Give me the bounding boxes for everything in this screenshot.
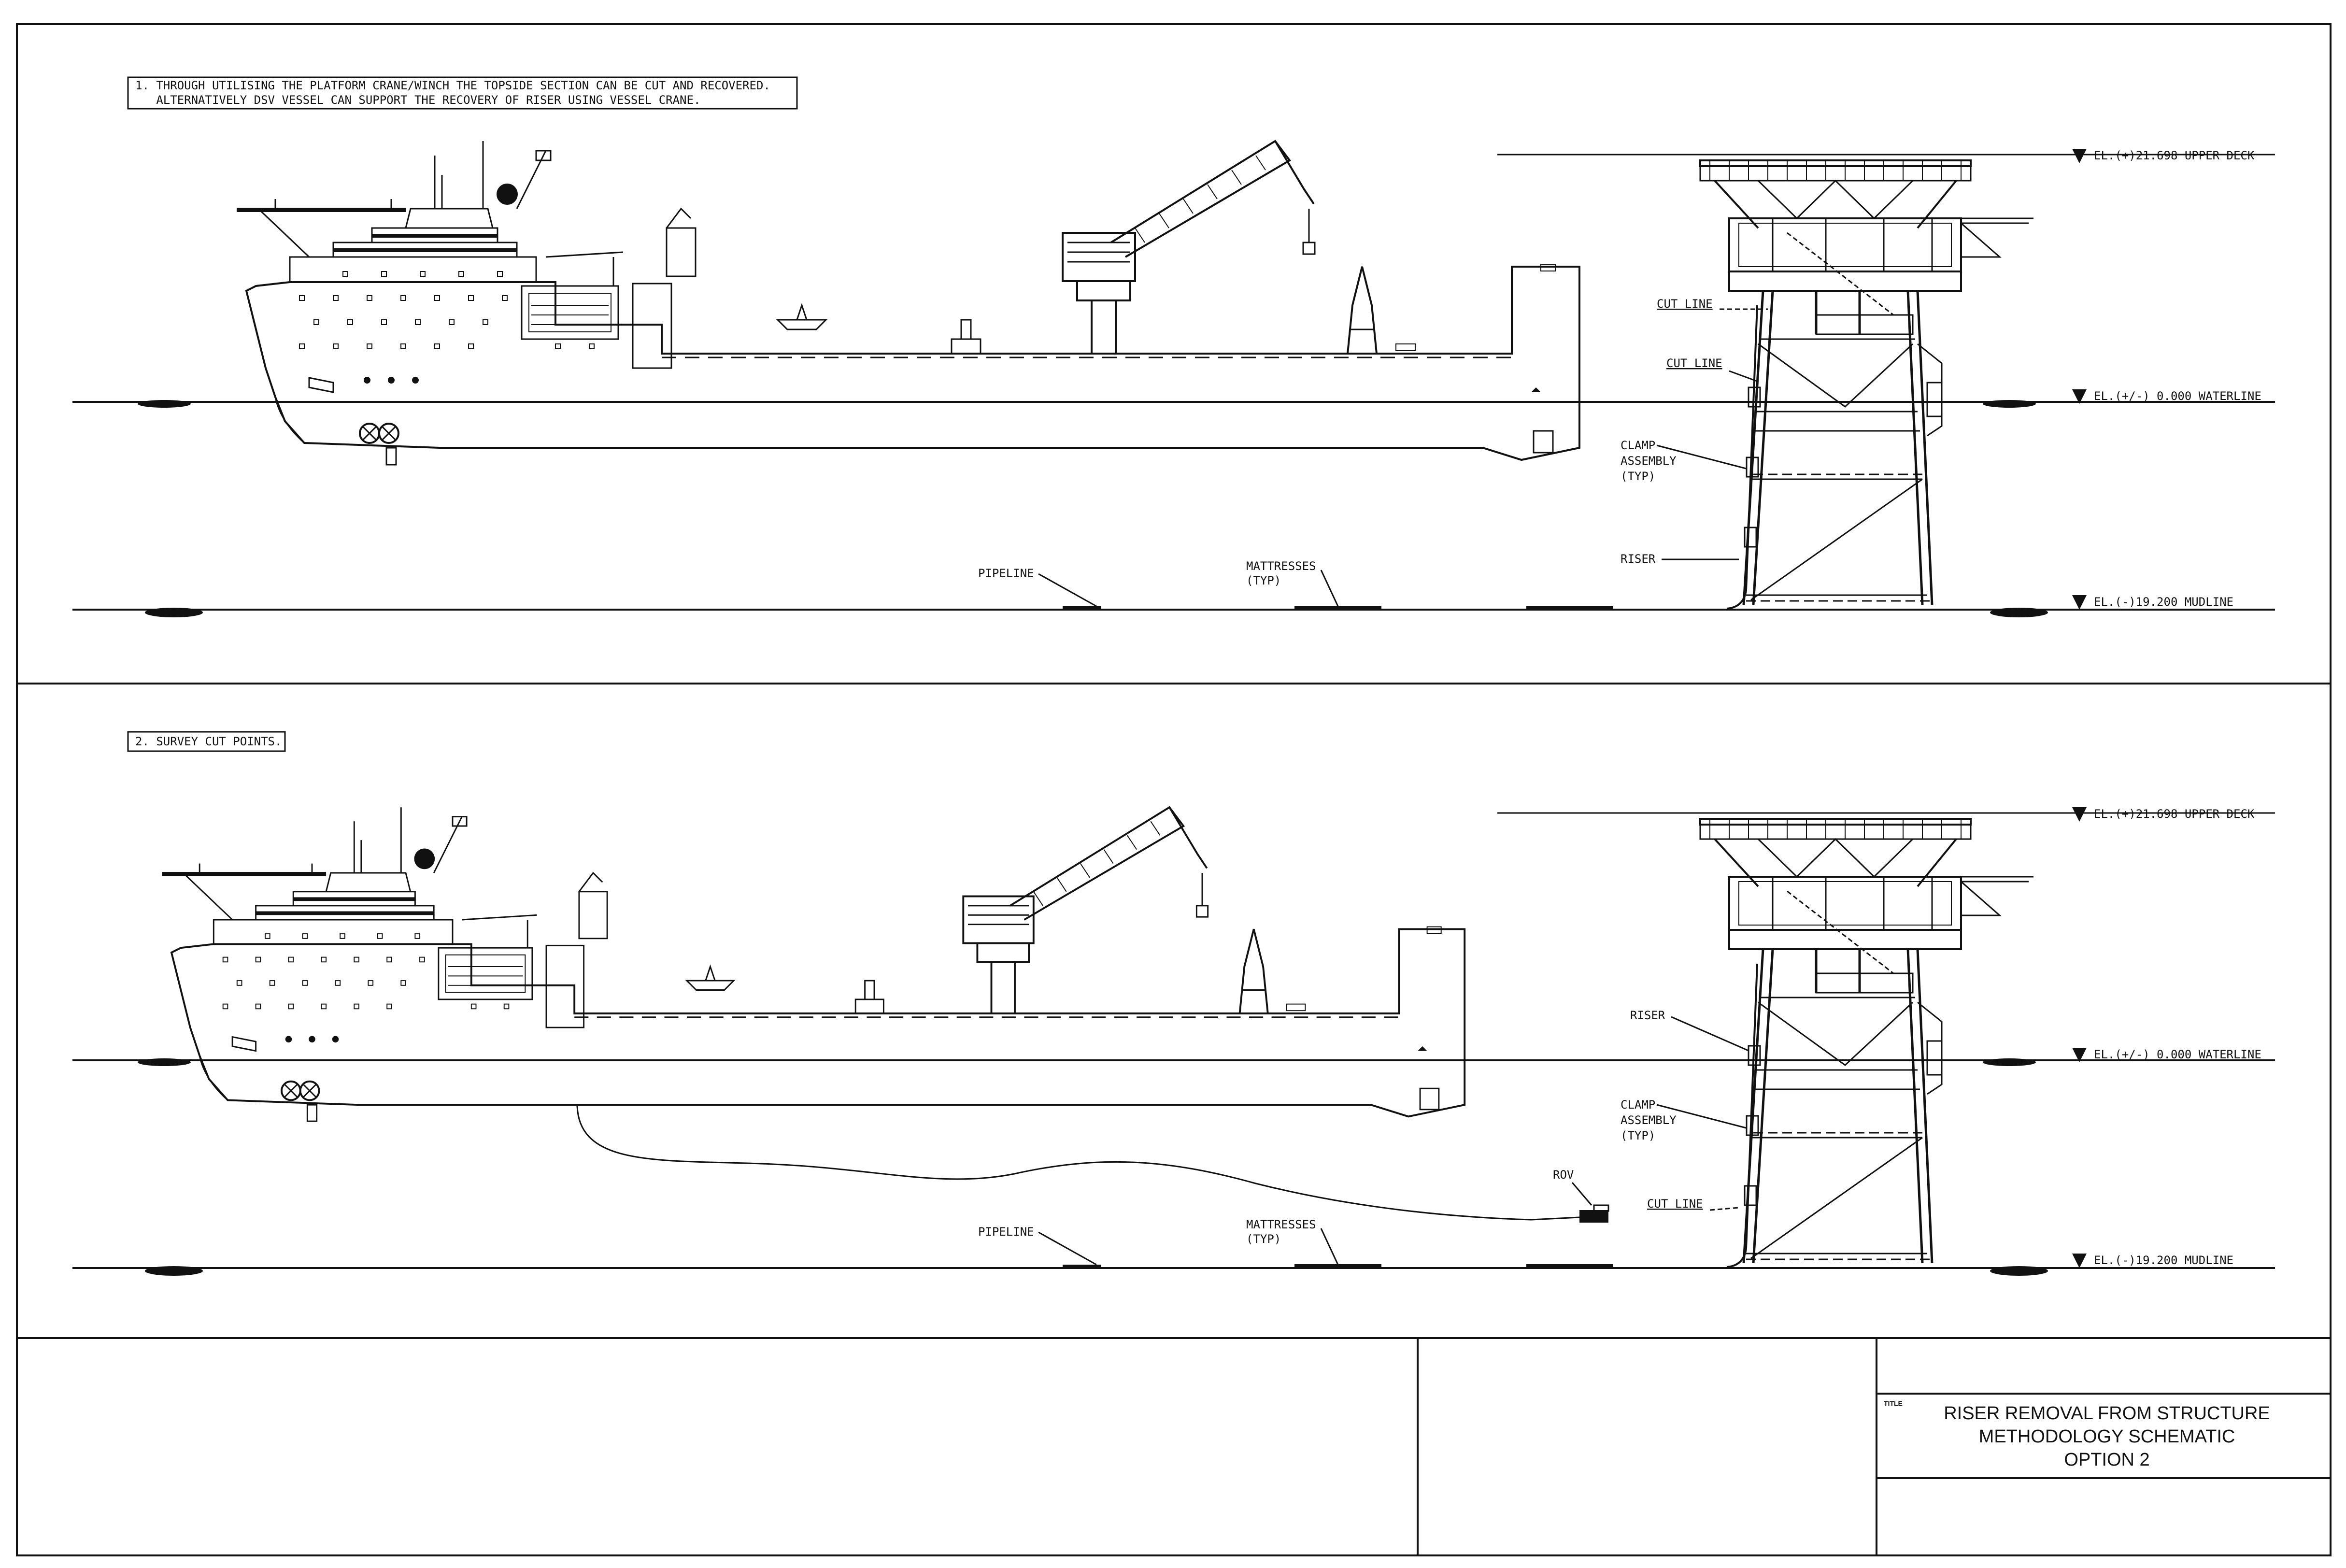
clamp-label-2c: (TYP) bbox=[1621, 1129, 1655, 1142]
title-line-1: RISER REMOVAL FROM STRUCTURE bbox=[1944, 1403, 2270, 1424]
riser-label-1: RISER bbox=[1621, 552, 1656, 566]
mattresses-label-1a: MATTRESSES bbox=[1246, 559, 1316, 573]
platform-2 bbox=[1700, 819, 2033, 1267]
rov bbox=[1531, 1204, 1609, 1223]
el-waterline-1: EL.(+/-) 0.000 WATERLINE bbox=[2094, 389, 2261, 403]
elevation-marker bbox=[2072, 595, 2087, 610]
elevation-marker bbox=[2072, 389, 2087, 404]
title-caption: TITLE bbox=[1884, 1399, 1903, 1407]
pipeline-label-1: PIPELINE bbox=[978, 567, 1034, 580]
el-upper-deck-1: EL.(+)21.698 UPPER DECK bbox=[2094, 149, 2255, 162]
title-block: TITLE RISER REMOVAL FROM STRUCTURE METHO… bbox=[1417, 1338, 2331, 1555]
elevation-marker bbox=[2072, 807, 2087, 822]
elevation-marker bbox=[2072, 149, 2087, 163]
note-box-2 bbox=[127, 731, 286, 752]
note-1-line-2: ALTERNATIVELY DSV VESSEL CAN SUPPORT THE… bbox=[135, 93, 700, 107]
sheet-border bbox=[16, 23, 2332, 1556]
el-mudline-1: EL.(-)19.200 MUDLINE bbox=[2094, 595, 2233, 609]
mattresses-label-1b: (TYP) bbox=[1246, 574, 1281, 587]
riser-label-2: RISER bbox=[1630, 1009, 1665, 1022]
clamp-label-2a: CLAMP bbox=[1621, 1098, 1655, 1112]
rov-umbilical bbox=[576, 1106, 1532, 1221]
title-line-3: OPTION 2 bbox=[2064, 1450, 2149, 1470]
vessel-2 bbox=[161, 806, 1466, 1123]
vessel-1 bbox=[236, 140, 1580, 466]
clamp-label-1c: (TYP) bbox=[1621, 470, 1655, 483]
note-box-1 bbox=[127, 76, 798, 110]
clamp-label-2b: ASSEMBLY bbox=[1621, 1113, 1677, 1127]
el-mudline-2: EL.(-)19.200 MUDLINE bbox=[2094, 1254, 2233, 1267]
panel-1: 1. THROUGH UTILISING THE PLATFORM CRANE/… bbox=[72, 76, 2275, 617]
el-waterline-2: EL.(+/-) 0.000 WATERLINE bbox=[2094, 1048, 2261, 1061]
panel-2: 2. SURVEY CUT POINTS. EL.(+)21.698 UPPER… bbox=[72, 731, 2275, 1276]
clamp-label-1a: CLAMP bbox=[1621, 439, 1655, 452]
rov-label: ROV bbox=[1553, 1168, 1574, 1182]
el-upper-deck-2: EL.(+)21.698 UPPER DECK bbox=[2094, 807, 2255, 821]
note-2-line-1: 2. SURVEY CUT POINTS. bbox=[135, 735, 282, 748]
elevation-marker bbox=[2072, 1048, 2087, 1062]
note-1-line-1: 1. THROUGH UTILISING THE PLATFORM CRANE/… bbox=[135, 79, 770, 92]
elevation-marker bbox=[2072, 1254, 2087, 1268]
pipeline-label-2: PIPELINE bbox=[978, 1225, 1034, 1239]
mattresses-label-2a: MATTRESSES bbox=[1246, 1218, 1316, 1231]
platform-1 bbox=[1700, 160, 2033, 609]
cut-line-label-2: CUT LINE bbox=[1666, 356, 1722, 370]
clamp-label-1b: ASSEMBLY bbox=[1621, 454, 1677, 468]
title-line-2: METHODOLOGY SCHEMATIC bbox=[1979, 1426, 2235, 1447]
cut-line-label-1: CUT LINE bbox=[1657, 297, 1713, 311]
cut-line-label-3: CUT LINE bbox=[1647, 1197, 1703, 1211]
mattresses-label-2b: (TYP) bbox=[1246, 1232, 1281, 1246]
